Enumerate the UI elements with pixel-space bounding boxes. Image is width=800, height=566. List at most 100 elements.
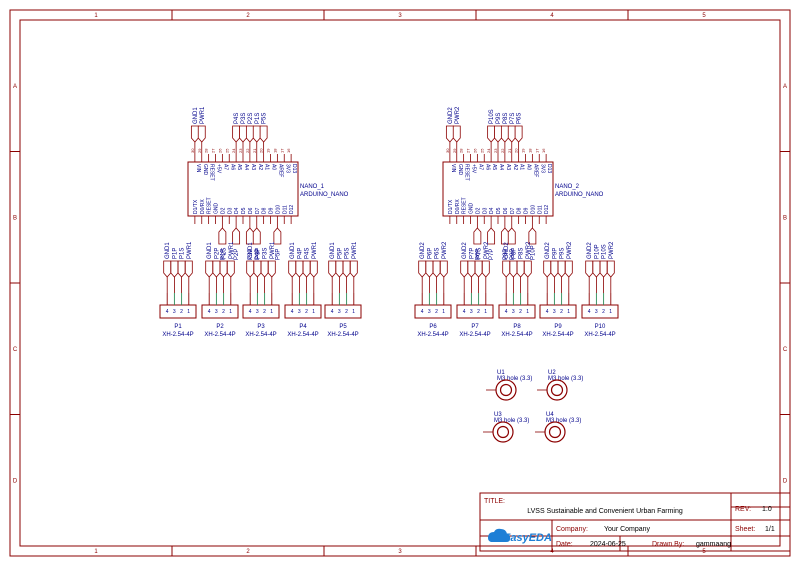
- connector-ref: P3: [257, 324, 265, 330]
- net-flag: [260, 260, 269, 278]
- net-label: P10S: [489, 109, 495, 124]
- net-label: PWR2: [442, 241, 448, 259]
- pin-name: D8: [517, 207, 523, 214]
- net-label: PWR1: [270, 241, 276, 259]
- nano-body: [442, 161, 554, 217]
- pin-number: 4: [166, 309, 169, 315]
- net-label: P6P: [427, 248, 433, 259]
- net-flag: [439, 260, 448, 278]
- net-label: P10P: [594, 244, 600, 259]
- net-flag: [487, 125, 496, 143]
- net-flag: [550, 260, 559, 278]
- pin-name: D10: [275, 205, 281, 214]
- net-flag: [184, 260, 193, 278]
- net-label: GND2: [462, 242, 468, 259]
- net-label: PWR2: [455, 106, 461, 124]
- pin-name: RESET: [464, 164, 470, 181]
- pin-number: 26: [472, 148, 477, 153]
- net-flag: [445, 125, 454, 143]
- pin-number: 1: [312, 309, 315, 315]
- pin-name: D11: [537, 205, 543, 214]
- net-flag: [309, 260, 318, 278]
- pin-name: D1/TX: [448, 199, 454, 214]
- pin-name: +5V: [216, 164, 222, 174]
- pin-number: 2: [263, 309, 266, 315]
- connector-ref: P6: [429, 324, 437, 330]
- pin-number: 16: [286, 148, 291, 153]
- connector-value: XH-2.54-4P: [162, 332, 193, 338]
- net-label: GND1: [165, 242, 171, 259]
- pin-name: A0: [526, 164, 532, 170]
- pin-name: VIN: [195, 164, 201, 173]
- net-flag: [197, 125, 206, 143]
- net-flag: [163, 260, 172, 278]
- pin-number: 18: [272, 148, 277, 153]
- pin-name: D8: [262, 207, 268, 214]
- date-value: 2024-06-25: [590, 541, 626, 548]
- pin-number: 2: [477, 309, 480, 315]
- hole-outer: [544, 421, 566, 443]
- pin-name: D3: [482, 207, 488, 214]
- row-label: A: [13, 84, 17, 90]
- pin-name: A6: [229, 164, 235, 170]
- net-label: GND2: [504, 242, 510, 259]
- connector-body: [324, 304, 362, 319]
- nano-body: [187, 161, 299, 217]
- title-label: TITLE:: [484, 498, 505, 505]
- pin-number: 26: [217, 148, 222, 153]
- net-flag: [599, 260, 608, 278]
- pin-number: 3: [256, 309, 259, 315]
- net-flag: [219, 260, 228, 278]
- pin-name: AREF: [277, 164, 283, 177]
- connector-body: [498, 304, 536, 319]
- company-value: Your Company: [604, 526, 651, 533]
- pin-name: A2: [257, 164, 263, 170]
- hole-outer: [492, 421, 514, 443]
- row-label: D: [13, 478, 18, 484]
- pin-name: GND: [202, 164, 208, 176]
- logo-text: EasyEDA: [503, 532, 552, 544]
- connector-body: [456, 304, 494, 319]
- arduino-nano-2[interactable]: VIN30GND29RESET28+5V27A726A625A524A423A3…: [442, 106, 604, 260]
- net-flag: [295, 260, 304, 278]
- pin-number: 30: [190, 148, 195, 153]
- cloud-icon: [488, 528, 511, 542]
- pin-name: GND: [469, 203, 475, 215]
- hole-ref: U3: [494, 412, 502, 418]
- net-flag: [205, 260, 214, 278]
- connector-value: XH-2.54-4P: [287, 332, 318, 338]
- net-label: PWR1: [352, 241, 358, 259]
- column-label: 1: [94, 13, 98, 19]
- pin-name: D6: [248, 207, 254, 214]
- net-label: P8S: [503, 113, 509, 124]
- pin-number: 20: [514, 148, 519, 153]
- nano-value: ARDUINO_NANO: [555, 192, 604, 198]
- pin-name: D6: [503, 207, 509, 214]
- pin-number: 1: [567, 309, 570, 315]
- net-label: P5S: [345, 248, 351, 259]
- pin-name: D4: [234, 207, 240, 214]
- pin-number: 24: [231, 148, 236, 153]
- net-flag: [507, 227, 516, 245]
- connector-ref: P7: [471, 324, 479, 330]
- arduino-nano-1[interactable]: VIN30GND29RESET28+5V27A726A625A524A423A3…: [187, 106, 349, 260]
- net-label: P10S: [602, 244, 608, 259]
- row-label: C: [783, 347, 788, 353]
- column-label: 2: [246, 549, 250, 555]
- connector-value: XH-2.54-4P: [417, 332, 448, 338]
- connector-group: 4GND13P1P2P1S1PWR1P1XH-2.54-4P4GND13P2P2…: [159, 241, 619, 338]
- net-label: P9P: [510, 249, 516, 260]
- net-label: PWR1: [200, 106, 206, 124]
- net-label: GND2: [545, 242, 551, 259]
- net-label: P8P: [511, 248, 517, 259]
- connector-ref: P9: [554, 324, 562, 330]
- net-label: PWR2: [484, 241, 490, 259]
- row-label: A: [783, 84, 787, 90]
- pin-number: 1: [229, 309, 232, 315]
- net-flag: [500, 227, 509, 245]
